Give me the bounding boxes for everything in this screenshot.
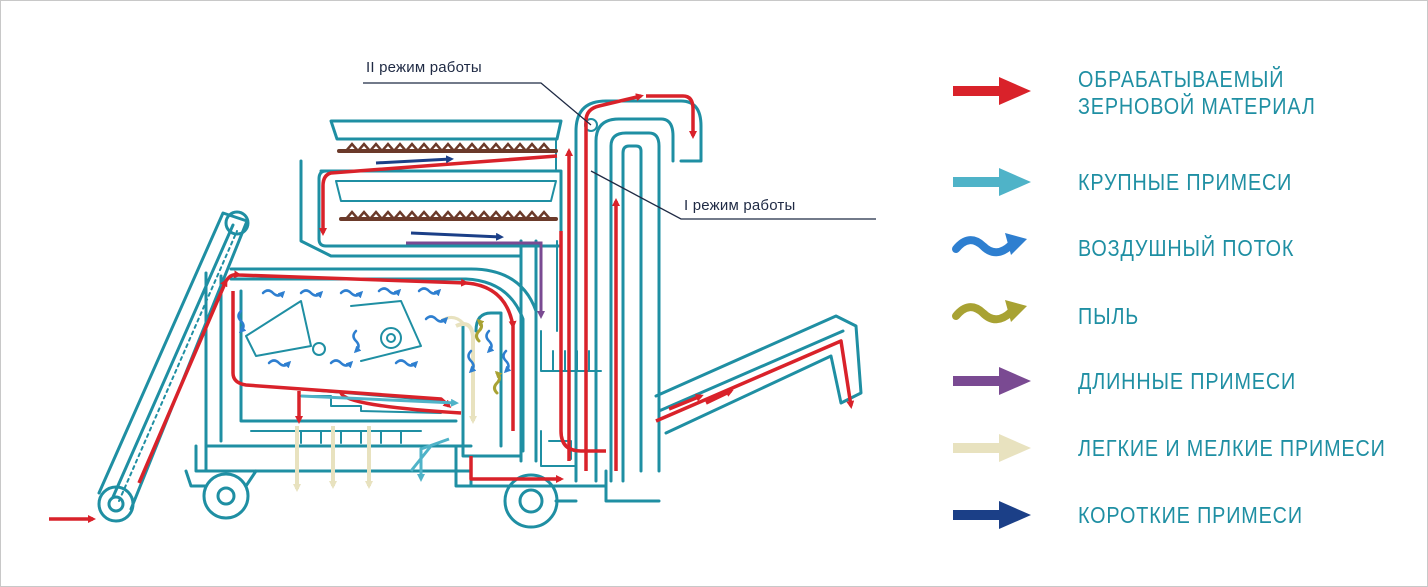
legend-item-2-wave-arrow-icon xyxy=(952,233,1027,257)
callout-leaders xyxy=(363,82,876,220)
dust-flow xyxy=(475,318,503,395)
wheels xyxy=(184,469,559,529)
legend-label-air-flow: ВОЗДУШНЫЙ ПОТОК xyxy=(1078,235,1295,261)
coarse-impurities-flow xyxy=(300,394,459,482)
legend-label-light-small-impurities: ЛЕГКИЕ И МЕЛКИЕ ПРИМЕСИ xyxy=(1078,435,1386,461)
legend-label-grain-material: ОБРАБАТЫВАЕМЫЙ ЗЕРНОВОЙ МАТЕРИАЛ xyxy=(1078,66,1316,119)
long-impurities-flow xyxy=(406,241,545,319)
augers xyxy=(337,142,558,221)
auger-hopper xyxy=(299,119,563,258)
short-impurities-flow xyxy=(375,155,504,241)
legend-item-0-arrow-icon xyxy=(953,77,1031,105)
bucket-elevator xyxy=(554,99,703,503)
legend-label-coarse-impurities: КРУПНЫЕ ПРИМЕСИ xyxy=(1078,169,1293,195)
mode-1-callout: I режим работы xyxy=(684,197,796,214)
legend-label-dust: ПЫЛЬ xyxy=(1078,303,1140,329)
legend-label-short-impurities: КОРОТКИЕ ПРИМЕСИ xyxy=(1078,502,1303,528)
legend-item-6-arrow-icon xyxy=(953,501,1031,529)
pneumatic-separator xyxy=(540,240,602,467)
legend-item-1-arrow-icon xyxy=(953,168,1031,196)
mode-2-callout: II режим работы xyxy=(366,59,482,76)
air-flow xyxy=(237,287,512,374)
discharge-conveyor xyxy=(654,314,863,435)
legend-item-4-arrow-icon xyxy=(953,367,1031,395)
legend-item-3-wave-arrow-icon xyxy=(952,300,1027,324)
legend-item-5-arrow-icon xyxy=(953,434,1031,462)
legend-label-long-impurities: ДЛИННЫЕ ПРИМЕСИ xyxy=(1078,368,1297,394)
